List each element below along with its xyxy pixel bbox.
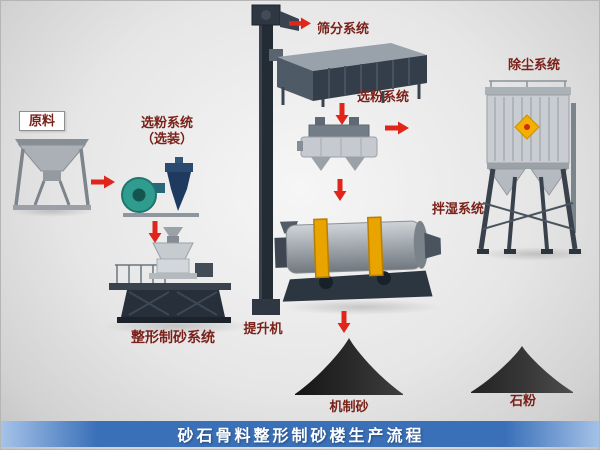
stone-powder-pile-illustration bbox=[469, 343, 575, 395]
classifier-machine-illustration bbox=[297, 117, 381, 175]
screening-machine-illustration bbox=[263, 39, 435, 109]
machine-sand-pile-illustration bbox=[293, 335, 405, 397]
banner-title: 砂石骨料整形制砂楼生产流程 bbox=[177, 428, 425, 445]
dust-removal-label: 除尘系统 bbox=[507, 57, 560, 72]
shaping-crusher-illustration bbox=[99, 227, 247, 327]
dust-collector-illustration bbox=[477, 79, 589, 259]
screening-label: 筛分系统 bbox=[316, 21, 369, 36]
flow-arrow-mixer-to-sand bbox=[337, 311, 351, 335]
flow-arrow-classifier-to-dust bbox=[385, 121, 409, 135]
flow-arrow-classifier-to-crusher bbox=[148, 221, 162, 243]
classifier-optional-label-line1: 选粉系统 bbox=[140, 115, 193, 130]
stone-powder-label: 石粉 bbox=[509, 393, 536, 408]
mixer-shadow bbox=[281, 299, 441, 315]
classifier-label: 选粉系统 bbox=[356, 89, 409, 104]
flow-arrow-elevator-to-screen bbox=[289, 17, 311, 30]
flow-arrow-classifier-to-mixer bbox=[333, 179, 347, 201]
elevator-label: 提升机 bbox=[243, 321, 283, 336]
bucket-elevator-illustration bbox=[237, 3, 301, 321]
wet-mixer-illustration bbox=[271, 194, 445, 312]
classifier-optional-label-line2: （选装） bbox=[140, 131, 193, 147]
raw-material-hopper-illustration bbox=[11, 135, 93, 213]
banner: 砂石骨料整形制砂楼生产流程 bbox=[1, 421, 599, 447]
classifier-optional-illustration bbox=[117, 157, 205, 219]
raw-material-label: 原料 bbox=[19, 111, 66, 131]
flow-arrow-raw-to-classifier bbox=[91, 175, 115, 189]
shaping-label: 整形制砂系统 bbox=[131, 329, 215, 345]
flow-arrow-screen-to-classifier bbox=[335, 103, 349, 125]
wet-mixing-label: 拌湿系统 bbox=[431, 201, 484, 216]
classifier-optional-label: 选粉系统 （选装） bbox=[119, 115, 215, 148]
machine-sand-label: 机制砂 bbox=[329, 399, 369, 414]
